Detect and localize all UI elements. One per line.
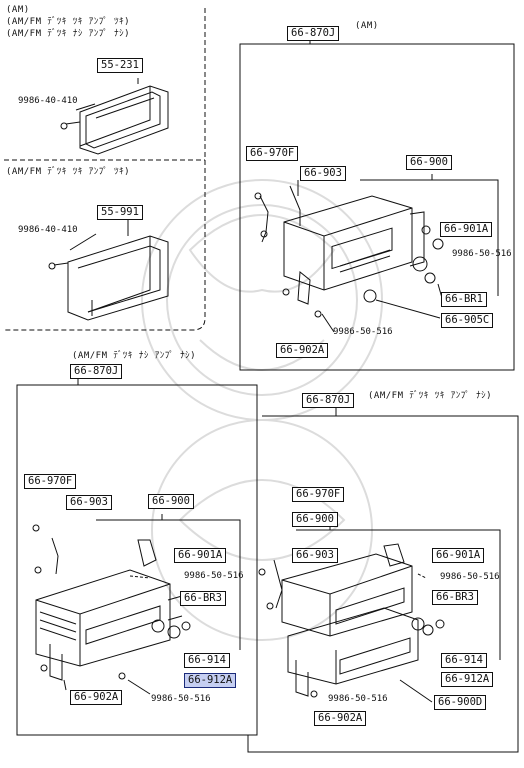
frame-br [247,415,519,753]
screw-9986-50-516-bl1[interactable]: 9986-50-516 [184,571,244,581]
radio-tr-drawing [254,174,499,333]
part-66-900d[interactable]: 66-900D [434,695,487,710]
radio-br-drawing [258,520,501,703]
part-66-902a-br[interactable]: 66-902A [314,711,367,726]
variant-tr: (AM) [355,21,379,31]
part-66-902a-bl[interactable]: 66-902A [70,690,123,705]
part-66-970f-tr[interactable]: 66-970F [246,146,299,161]
screw-9986-50-516-tr2[interactable]: 9986-50-516 [333,327,393,337]
part-66-br3-br[interactable]: 66-BR3 [432,590,478,605]
part-66-900-tr[interactable]: 66-900 [406,155,452,170]
part-66-900-br[interactable]: 66-900 [292,512,338,527]
variant-am: (AM) [6,5,30,15]
screw-9986-50-516-br1[interactable]: 9986-50-516 [440,572,500,582]
variant-ml: (AM/FM ﾃﾞﾂｷ ﾂｷ ｱﾝﾌﾟ ﾂｷ) [6,167,131,177]
part-66-914-br[interactable]: 66-914 [441,653,487,668]
frame-tr [239,43,515,371]
part-66-901a-bl[interactable]: 66-901A [174,548,227,563]
variant-separators [4,8,206,331]
part-66-870j-br[interactable]: 66-870J [302,393,355,408]
radio-bl-drawing [32,514,241,695]
part-55-231[interactable]: 55-231 [97,58,143,73]
part-55-991[interactable]: 55-991 [97,205,143,220]
part-66-903-br[interactable]: 66-903 [292,548,338,563]
part-66-900-bl[interactable]: 66-900 [148,494,194,509]
part-66-br3-bl[interactable]: 66-BR3 [180,591,226,606]
part-66-870j-bl[interactable]: 66-870J [70,364,123,379]
tray-55-231-drawing [60,78,169,155]
part-66-br1[interactable]: 66-BR1 [441,292,487,307]
part-66-970f-br[interactable]: 66-970F [292,487,345,502]
screw-9986-50-516-tr1[interactable]: 9986-50-516 [452,249,512,259]
part-66-970f-bl[interactable]: 66-970F [24,474,77,489]
screw-9986-50-516-br2[interactable]: 9986-50-516 [328,694,388,704]
variant-bl: (AM/FM ﾃﾞﾂｷ ﾅｼ ｱﾝﾌﾟ ﾅｼ) [72,351,197,361]
screw-9986-40-410-a[interactable]: 9986-40-410 [18,96,78,106]
part-66-903-tr[interactable]: 66-903 [300,166,346,181]
tray-55-991-drawing [48,220,169,321]
variant-amfm-nodeck-noamp: (AM/FM ﾃﾞﾂｷ ﾅｼ ｱﾝﾌﾟ ﾅｼ) [6,29,131,39]
part-66-905c[interactable]: 66-905C [441,313,494,328]
part-66-914-bl[interactable]: 66-914 [184,653,230,668]
screw-9986-50-516-bl2[interactable]: 9986-50-516 [151,694,211,704]
watermark-emblem [141,179,383,641]
part-66-912a-br[interactable]: 66-912A [441,672,494,687]
part-66-901a-tr[interactable]: 66-901A [440,222,493,237]
part-66-901a-br[interactable]: 66-901A [432,548,485,563]
part-66-870j-tr[interactable]: 66-870J [287,26,340,41]
part-66-902a-tr[interactable]: 66-902A [276,343,329,358]
variant-br: (AM/FM ﾃﾞﾂｷ ﾂｷ ｱﾝﾌﾟ ﾅｼ) [368,391,493,401]
part-66-912a-bl[interactable]: 66-912A [184,673,237,688]
screw-9986-40-410-b[interactable]: 9986-40-410 [18,225,78,235]
part-66-903-bl[interactable]: 66-903 [66,495,112,510]
frame-bl [16,384,258,736]
variant-amfm-deck-amp: (AM/FM ﾃﾞﾂｷ ﾂｷ ｱﾝﾌﾟ ﾂｷ) [6,17,131,27]
